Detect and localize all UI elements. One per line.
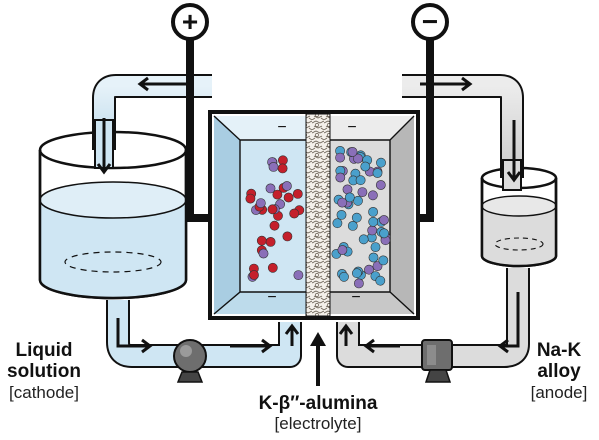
anode-ion — [378, 255, 389, 266]
anode-name-line1: Na-K — [536, 340, 582, 361]
anode-ion — [337, 245, 348, 255]
electrolyte-name: K-β″-alumina — [258, 393, 378, 414]
anode-ion — [347, 220, 358, 231]
cathode-ion — [258, 248, 269, 259]
anode-pump — [421, 339, 453, 383]
anode-ion — [368, 216, 379, 227]
anode-ion — [355, 175, 366, 186]
anode-ion — [360, 161, 371, 172]
anode-reservoir — [480, 159, 558, 268]
cathode-ions — [245, 155, 305, 282]
anode-ion — [337, 197, 348, 208]
anode-ion — [358, 234, 369, 245]
cathode-ion — [292, 188, 303, 199]
anode-ion — [379, 228, 389, 239]
electrolyte-pointer-arrow — [310, 332, 326, 386]
anode-name-line2: alloy — [537, 361, 581, 383]
negative-terminal: − — [411, 3, 449, 41]
anode-ion — [376, 157, 386, 168]
anode-ion — [335, 152, 345, 163]
anode-ion — [332, 218, 343, 229]
anode-ions — [331, 145, 391, 289]
anode-ion — [368, 252, 379, 263]
cathode-name-line1: Liquid — [15, 340, 73, 361]
anode-ion — [370, 242, 381, 252]
cathode-ion — [249, 270, 259, 280]
anode-ion — [353, 195, 363, 206]
anode-sign-bottom: − — [351, 289, 360, 306]
flow-arrows — [96, 76, 522, 354]
cathode-sign-bottom: − — [267, 289, 276, 306]
anode-role: [anode] — [530, 382, 588, 402]
anode-ion — [372, 168, 383, 178]
cathode-ion — [283, 192, 294, 203]
cathode-ion — [289, 208, 300, 219]
cathode-ion — [267, 204, 278, 215]
cathode-ion — [272, 189, 283, 200]
negative-terminal-symbol: − — [422, 6, 438, 37]
anode-sign-top: − — [347, 119, 356, 136]
cathode-sign-top: − — [277, 119, 286, 136]
cathode-ion — [265, 183, 276, 194]
electrolyte-label: K-β″-alumina [electrolyte] — [218, 393, 418, 433]
electrochemical-cell — [208, 110, 420, 320]
anode-ion — [357, 187, 368, 197]
cathode-ion — [268, 161, 279, 172]
anode-ion — [375, 275, 386, 286]
anode-ion — [351, 212, 362, 223]
anode-ion — [336, 209, 347, 220]
cathode-ion — [265, 236, 276, 247]
anode-ion — [335, 172, 346, 183]
anode-ion — [351, 268, 362, 279]
cathode-ion — [267, 262, 278, 273]
anode-ion — [375, 180, 386, 190]
anode-ion — [367, 190, 378, 201]
cathode-pump — [173, 339, 207, 383]
cathode-ion — [281, 181, 292, 191]
anode-ion — [353, 153, 363, 164]
cathode-ion — [255, 198, 266, 208]
cathode-ion — [293, 270, 304, 280]
cathode-ion — [282, 231, 293, 242]
anode-ion — [353, 278, 364, 289]
cathode-ion — [269, 220, 280, 231]
anode-ion — [368, 206, 378, 217]
positive-terminal: + — [171, 3, 209, 41]
cathode-ion — [245, 193, 256, 204]
anode-ion — [339, 271, 349, 282]
cathode-reservoir — [38, 119, 188, 300]
anode-ion — [344, 192, 355, 203]
cathode-ion — [256, 235, 267, 246]
anode-ion — [364, 264, 374, 275]
electrolyte-role: [electrolyte] — [274, 414, 362, 434]
anode-ion — [367, 225, 378, 236]
positive-terminal-symbol: + — [182, 6, 198, 37]
anode-ion — [379, 215, 389, 225]
anode-label: Na-K alloy [anode] — [521, 340, 597, 402]
anode-ion — [347, 146, 358, 157]
cathode-role: [cathode] — [9, 382, 79, 402]
cathode-name-line2: solution — [7, 361, 81, 383]
cathode-label: Liquid solution [cathode] — [0, 340, 88, 402]
cathode-ion — [277, 163, 288, 174]
